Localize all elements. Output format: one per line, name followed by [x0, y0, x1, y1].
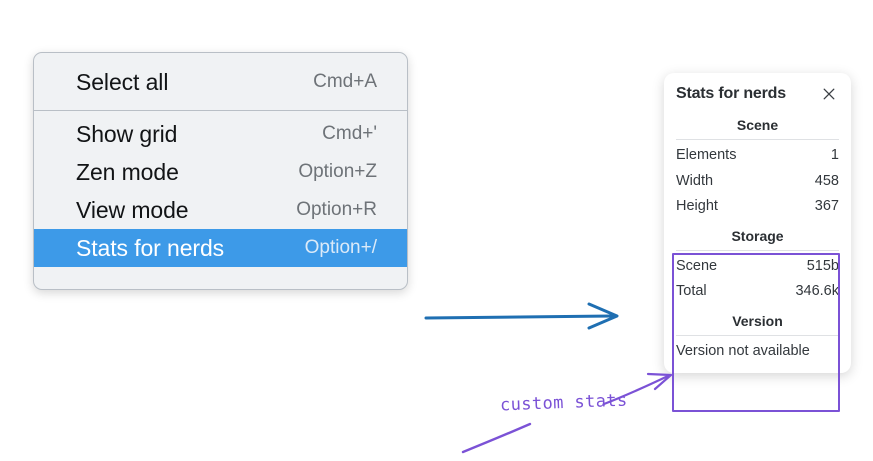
section-title: Version — [732, 312, 783, 329]
stat-value: 458 — [814, 172, 839, 189]
section-title: Storage — [731, 227, 784, 244]
stat-row: Height 367 — [676, 194, 839, 220]
panel-header: Stats for nerds — [664, 73, 851, 109]
menu-bottom-padding — [34, 267, 407, 289]
menu-item-label: Show grid — [76, 120, 178, 147]
menu-group-1: Select all Cmd+A — [34, 53, 407, 110]
stat-key: Height — [676, 198, 718, 215]
menu-item-view-mode[interactable]: View mode Option+R — [34, 191, 407, 229]
section-divider — [676, 334, 839, 336]
stat-value: 346.6k — [795, 283, 839, 300]
version-note: Version not available — [676, 342, 810, 359]
purple-underline-stroke — [461, 422, 532, 454]
close-icon[interactable] — [821, 86, 837, 102]
stat-key: Width — [676, 172, 714, 189]
stat-value: 367 — [814, 198, 839, 215]
section-divider — [676, 249, 839, 251]
menu-item-shortcut: Option+Z — [298, 161, 377, 182]
menu-item-label: Stats for nerds — [76, 234, 225, 261]
blue-arrow-icon — [424, 302, 619, 330]
menu-item-shortcut: Cmd+' — [322, 123, 377, 144]
menu-item-zen-mode[interactable]: Zen mode Option+Z — [34, 153, 407, 191]
menu-item-stats-for-nerds[interactable]: Stats for nerds Option+/ — [34, 229, 407, 267]
section-scene: Scene Elements 1 Width 458 Height 367 — [664, 109, 851, 220]
stat-value: 515b — [806, 257, 839, 274]
context-menu: Select all Cmd+A Show grid Cmd+' Zen mod… — [33, 52, 408, 290]
menu-group-2: Show grid Cmd+' Zen mode Option+Z View m… — [34, 111, 407, 289]
menu-item-shortcut: Cmd+A — [313, 71, 377, 92]
stat-key: Scene — [676, 257, 718, 274]
menu-separator — [34, 110, 407, 111]
stat-key: Total — [676, 283, 707, 300]
section-divider — [676, 139, 839, 140]
menu-item-show-grid[interactable]: Show grid Cmd+' — [34, 115, 407, 153]
menu-item-select-all[interactable]: Select all Cmd+A — [34, 63, 407, 101]
menu-item-shortcut: Option+/ — [304, 237, 377, 258]
section-title: Scene — [736, 117, 779, 133]
stat-key: Elements — [676, 147, 737, 163]
section-storage: Storage Scene 515b Total 346.6k — [664, 220, 851, 305]
panel-title: Stats for nerds — [676, 85, 786, 102]
stat-row: Scene 515b — [676, 254, 839, 280]
stats-for-nerds-panel: Stats for nerds Scene Elements 1 Width 4… — [664, 73, 851, 373]
stat-row: Total 346.6k — [676, 279, 839, 305]
stat-row: Elements 1 — [676, 143, 839, 169]
stat-row: Width 458 — [676, 169, 839, 195]
menu-item-label: View mode — [76, 196, 189, 223]
menu-item-shortcut: Option+R — [296, 199, 377, 220]
custom-stats-annotation-label: custom stats — [499, 390, 628, 416]
section-version: Version Version not available — [664, 305, 851, 361]
stat-value: 1 — [830, 147, 839, 163]
menu-item-label: Zen mode — [76, 158, 179, 185]
menu-item-label: Select all — [76, 68, 169, 95]
